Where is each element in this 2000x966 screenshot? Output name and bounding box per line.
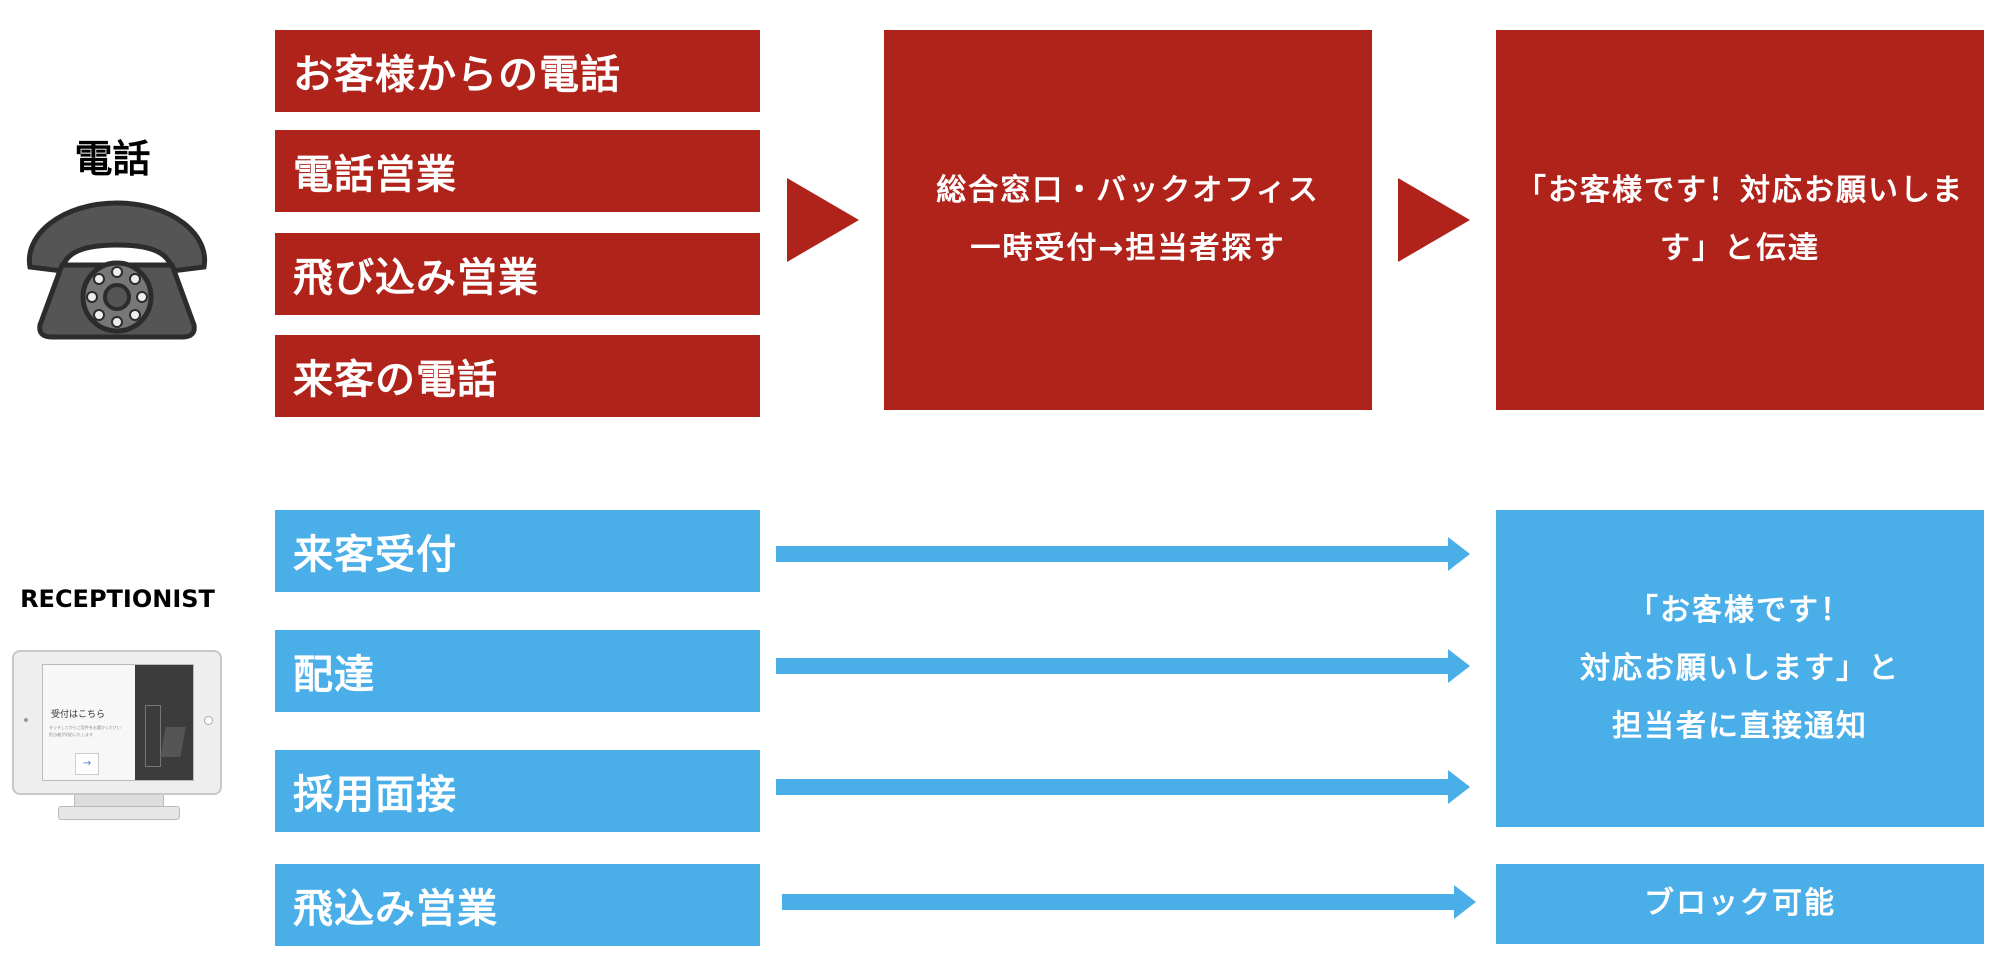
general-desk-line: 総合窓口・バックオフィス [936, 173, 1320, 208]
receptionist-item-delivery: 配達 [275, 630, 760, 712]
general-desk-line: 一時受付→担当者探す [970, 231, 1286, 266]
phone-label: 電話 [74, 137, 151, 181]
block-label: ブロック可能 [1644, 886, 1836, 921]
phone-item-label: 電話営業 [293, 152, 457, 198]
receptionist-label: RECEPTIONIST [20, 585, 215, 613]
phone-result-line: 「お客様です！対応お願いしま [1516, 173, 1964, 208]
phone-item-customer-call: お客様からの電話 [275, 30, 760, 112]
receptionist-item-visitor: 来客受付 [275, 510, 760, 592]
phone-item-label: 来客の電話 [293, 357, 498, 403]
telephone-icon [22, 195, 212, 345]
arrow-right-icon: → [82, 758, 92, 769]
tablet-screen-subtitle: 担当者が対応いたします [49, 732, 93, 737]
phone-item-label: お客様からの電話 [293, 52, 621, 98]
phone-item-cold-visit: 飛び込み営業 [275, 233, 760, 315]
tablet-screen-title: 受付はこちら [51, 710, 106, 720]
arrow-right-icon [776, 770, 1470, 804]
arrow-right-icon [776, 537, 1470, 571]
arrow-right-icon [782, 885, 1476, 919]
phone-result-box: 「お客様です！対応お願いしま す」と伝達 [1496, 30, 1984, 410]
general-desk-box: 総合窓口・バックオフィス 一時受付→担当者探す [884, 30, 1372, 410]
receptionist-item-label: 配達 [293, 652, 375, 698]
phone-item-sales-call: 電話営業 [275, 130, 760, 212]
phone-result-line: す」と伝達 [1660, 231, 1820, 266]
direct-notify-box: 「お客様です！ 対応お願いします」と 担当者に直接通知 [1496, 510, 1984, 827]
direct-notify-line: 対応お願いします」と [1580, 650, 1900, 686]
phone-item-label: 飛び込み営業 [293, 255, 539, 301]
block-box: ブロック可能 [1496, 864, 1984, 944]
receptionist-item-label: 飛込み営業 [293, 886, 498, 932]
arrow-right-icon [1398, 178, 1470, 262]
tablet-screen-photo [135, 665, 193, 780]
arrow-right-icon [787, 178, 859, 262]
arrow-right-icon [776, 649, 1470, 683]
direct-notify-line: 「お客様です！ [1628, 592, 1852, 628]
tablet-kiosk-image: 受付はこちら タッチしてからご用件をお選びください 担当者が対応いたします → [12, 650, 224, 825]
receptionist-item-label: 来客受付 [293, 532, 457, 578]
tablet-screen-arrow-button: → [75, 753, 99, 775]
receptionist-item-label: 採用面接 [293, 772, 457, 818]
receptionist-item-cold-sales: 飛込み営業 [275, 864, 760, 946]
receptionist-item-interview: 採用面接 [275, 750, 760, 832]
phone-item-visitor-call: 来客の電話 [275, 335, 760, 417]
tablet-screen-subtitle: タッチしてからご用件をお選びください [49, 725, 121, 730]
direct-notify-line: 担当者に直接通知 [1612, 708, 1868, 744]
